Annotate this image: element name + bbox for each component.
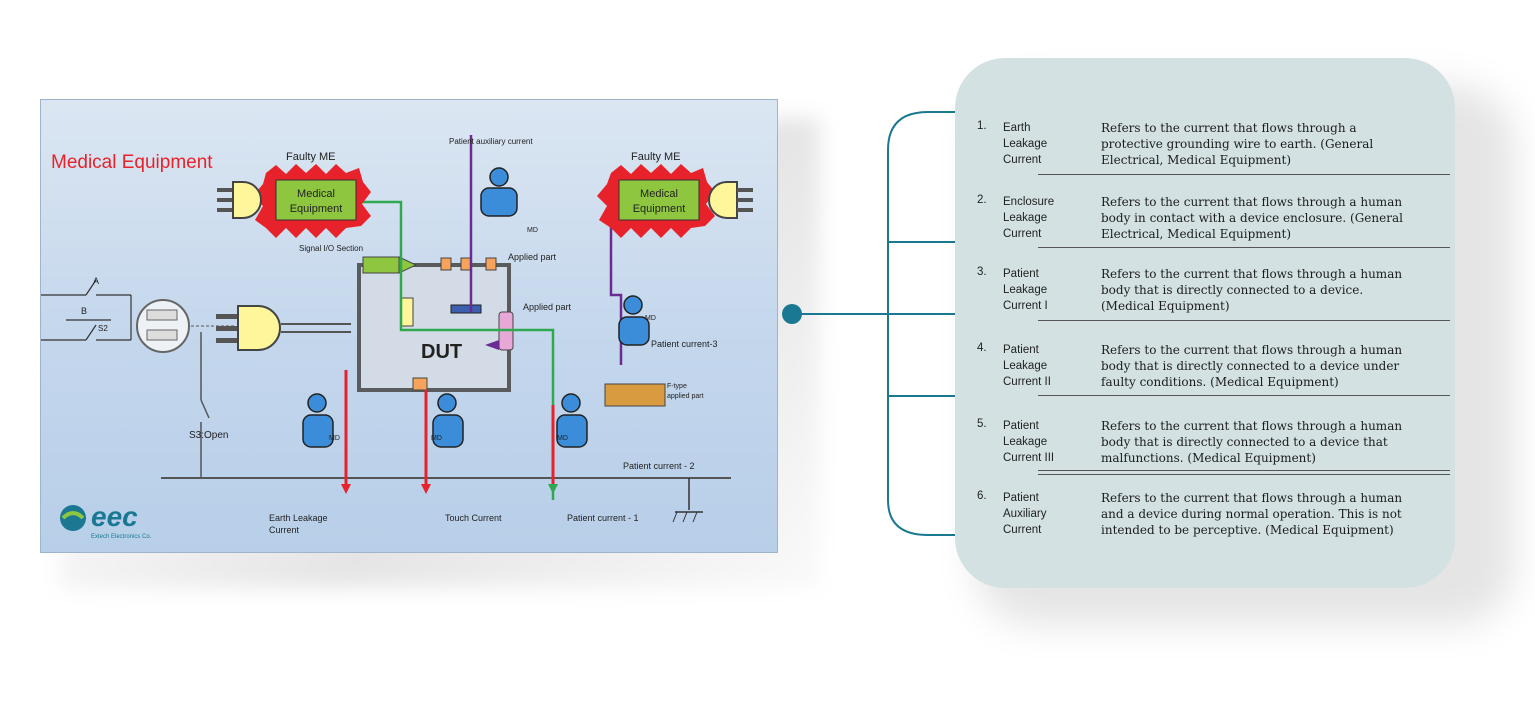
row-divider [1038, 395, 1450, 396]
me-plug-left-icon [217, 181, 262, 219]
power-outlet-icon [136, 299, 190, 353]
eec-logo-subtitle: Extech Electronics Co. [91, 534, 152, 540]
definition-desc: Refers to the current that flows through… [1101, 491, 1403, 537]
definition-number: 6. [977, 490, 987, 502]
diagram-canvas: A B S2 S3:Open DUT Signal [41, 135, 753, 540]
internal-connector-icon [450, 304, 482, 314]
signal-io-label: Signal I/O Section [299, 244, 363, 253]
definition-number: 1. [977, 120, 987, 132]
patient-current-2-label: Patient current - 2 [623, 461, 695, 471]
definition-desc: Refers to the current that flows through… [1101, 121, 1374, 167]
patient-aux-label: Patient auxiliary current [449, 137, 533, 146]
eec-logo-text: eec [91, 501, 138, 532]
me-right-line2: Equipment [633, 203, 686, 215]
dut-label: DUT [421, 341, 462, 363]
applied-part-label-2: Applied part [523, 302, 572, 312]
me-left-line1: Medical [297, 188, 335, 200]
row-divider [1038, 474, 1450, 475]
patient-current-1-label: Patient current - 1 [567, 513, 639, 523]
row-divider [1038, 470, 1450, 471]
earth-leakage-label-2: Current [269, 525, 300, 535]
md-label: MD [329, 435, 340, 442]
red-wire [344, 370, 555, 484]
definition-desc: Refers to the current that flows through… [1101, 267, 1403, 313]
definition-number: 2. [977, 194, 987, 206]
definition-desc: Refers to the current that flows through… [1101, 419, 1403, 465]
touch-current-label: Touch Current [445, 513, 502, 523]
definition-number: 5. [977, 418, 987, 430]
definition-number: 3. [977, 266, 987, 278]
switch-b-label: B [81, 306, 87, 316]
patient-current-3-label: Patient current-3 [651, 339, 718, 349]
resistor-icon [400, 297, 414, 327]
switch-s2-label: S2 [98, 324, 108, 333]
md-label: MD [557, 435, 568, 442]
md-label: MD [645, 315, 656, 322]
applied-part-icon [412, 377, 428, 391]
diagram-title: Medical Equipment [51, 152, 213, 173]
faulty-me-right-label: Faulty ME [631, 151, 681, 163]
me-right-line1: Medical [640, 188, 678, 200]
row-divider [1038, 174, 1450, 175]
earth-leakage-label-1: Earth Leakage [269, 513, 328, 523]
definition-desc: Refers to the current that flows through… [1101, 195, 1403, 241]
patient-figure-icon [302, 167, 650, 448]
applied-part-label-1: Applied part [508, 252, 557, 262]
f-type-label-2: applied part [667, 393, 704, 400]
switch-a-label: A [93, 276, 99, 286]
dut-plug-icon [216, 305, 281, 351]
signal-io-block [362, 256, 400, 274]
applied-part-icon [485, 257, 497, 271]
row-divider [1038, 320, 1450, 321]
row-divider [1038, 247, 1450, 248]
me-box-right [618, 179, 700, 221]
ground-symbol-icon [672, 478, 703, 523]
definition-desc: Refers to the current that flows through… [1101, 343, 1403, 389]
eec-logo-icon [60, 505, 86, 531]
power-switches [41, 279, 132, 341]
definition-number: 4. [977, 342, 987, 354]
faulty-me-left-label: Faulty ME [286, 151, 336, 163]
md-label: MD [431, 435, 442, 442]
md-label: MD [527, 227, 538, 234]
dut-box [357, 263, 511, 392]
f-type-applied-part-icon [604, 383, 666, 407]
me-left-line2: Equipment [290, 203, 343, 215]
s3-label: S3:Open [189, 430, 228, 441]
medical-equipment-diagram: A B S2 S3:Open DUT Signal [40, 99, 778, 553]
me-plug-right-icon [708, 181, 753, 219]
green-wire [359, 200, 555, 500]
f-type-label-1: F-type [667, 383, 687, 390]
me-box-left [275, 179, 357, 221]
applied-part-icon [440, 257, 452, 271]
connector-dot [782, 304, 802, 324]
applied-part-icon [460, 257, 472, 271]
